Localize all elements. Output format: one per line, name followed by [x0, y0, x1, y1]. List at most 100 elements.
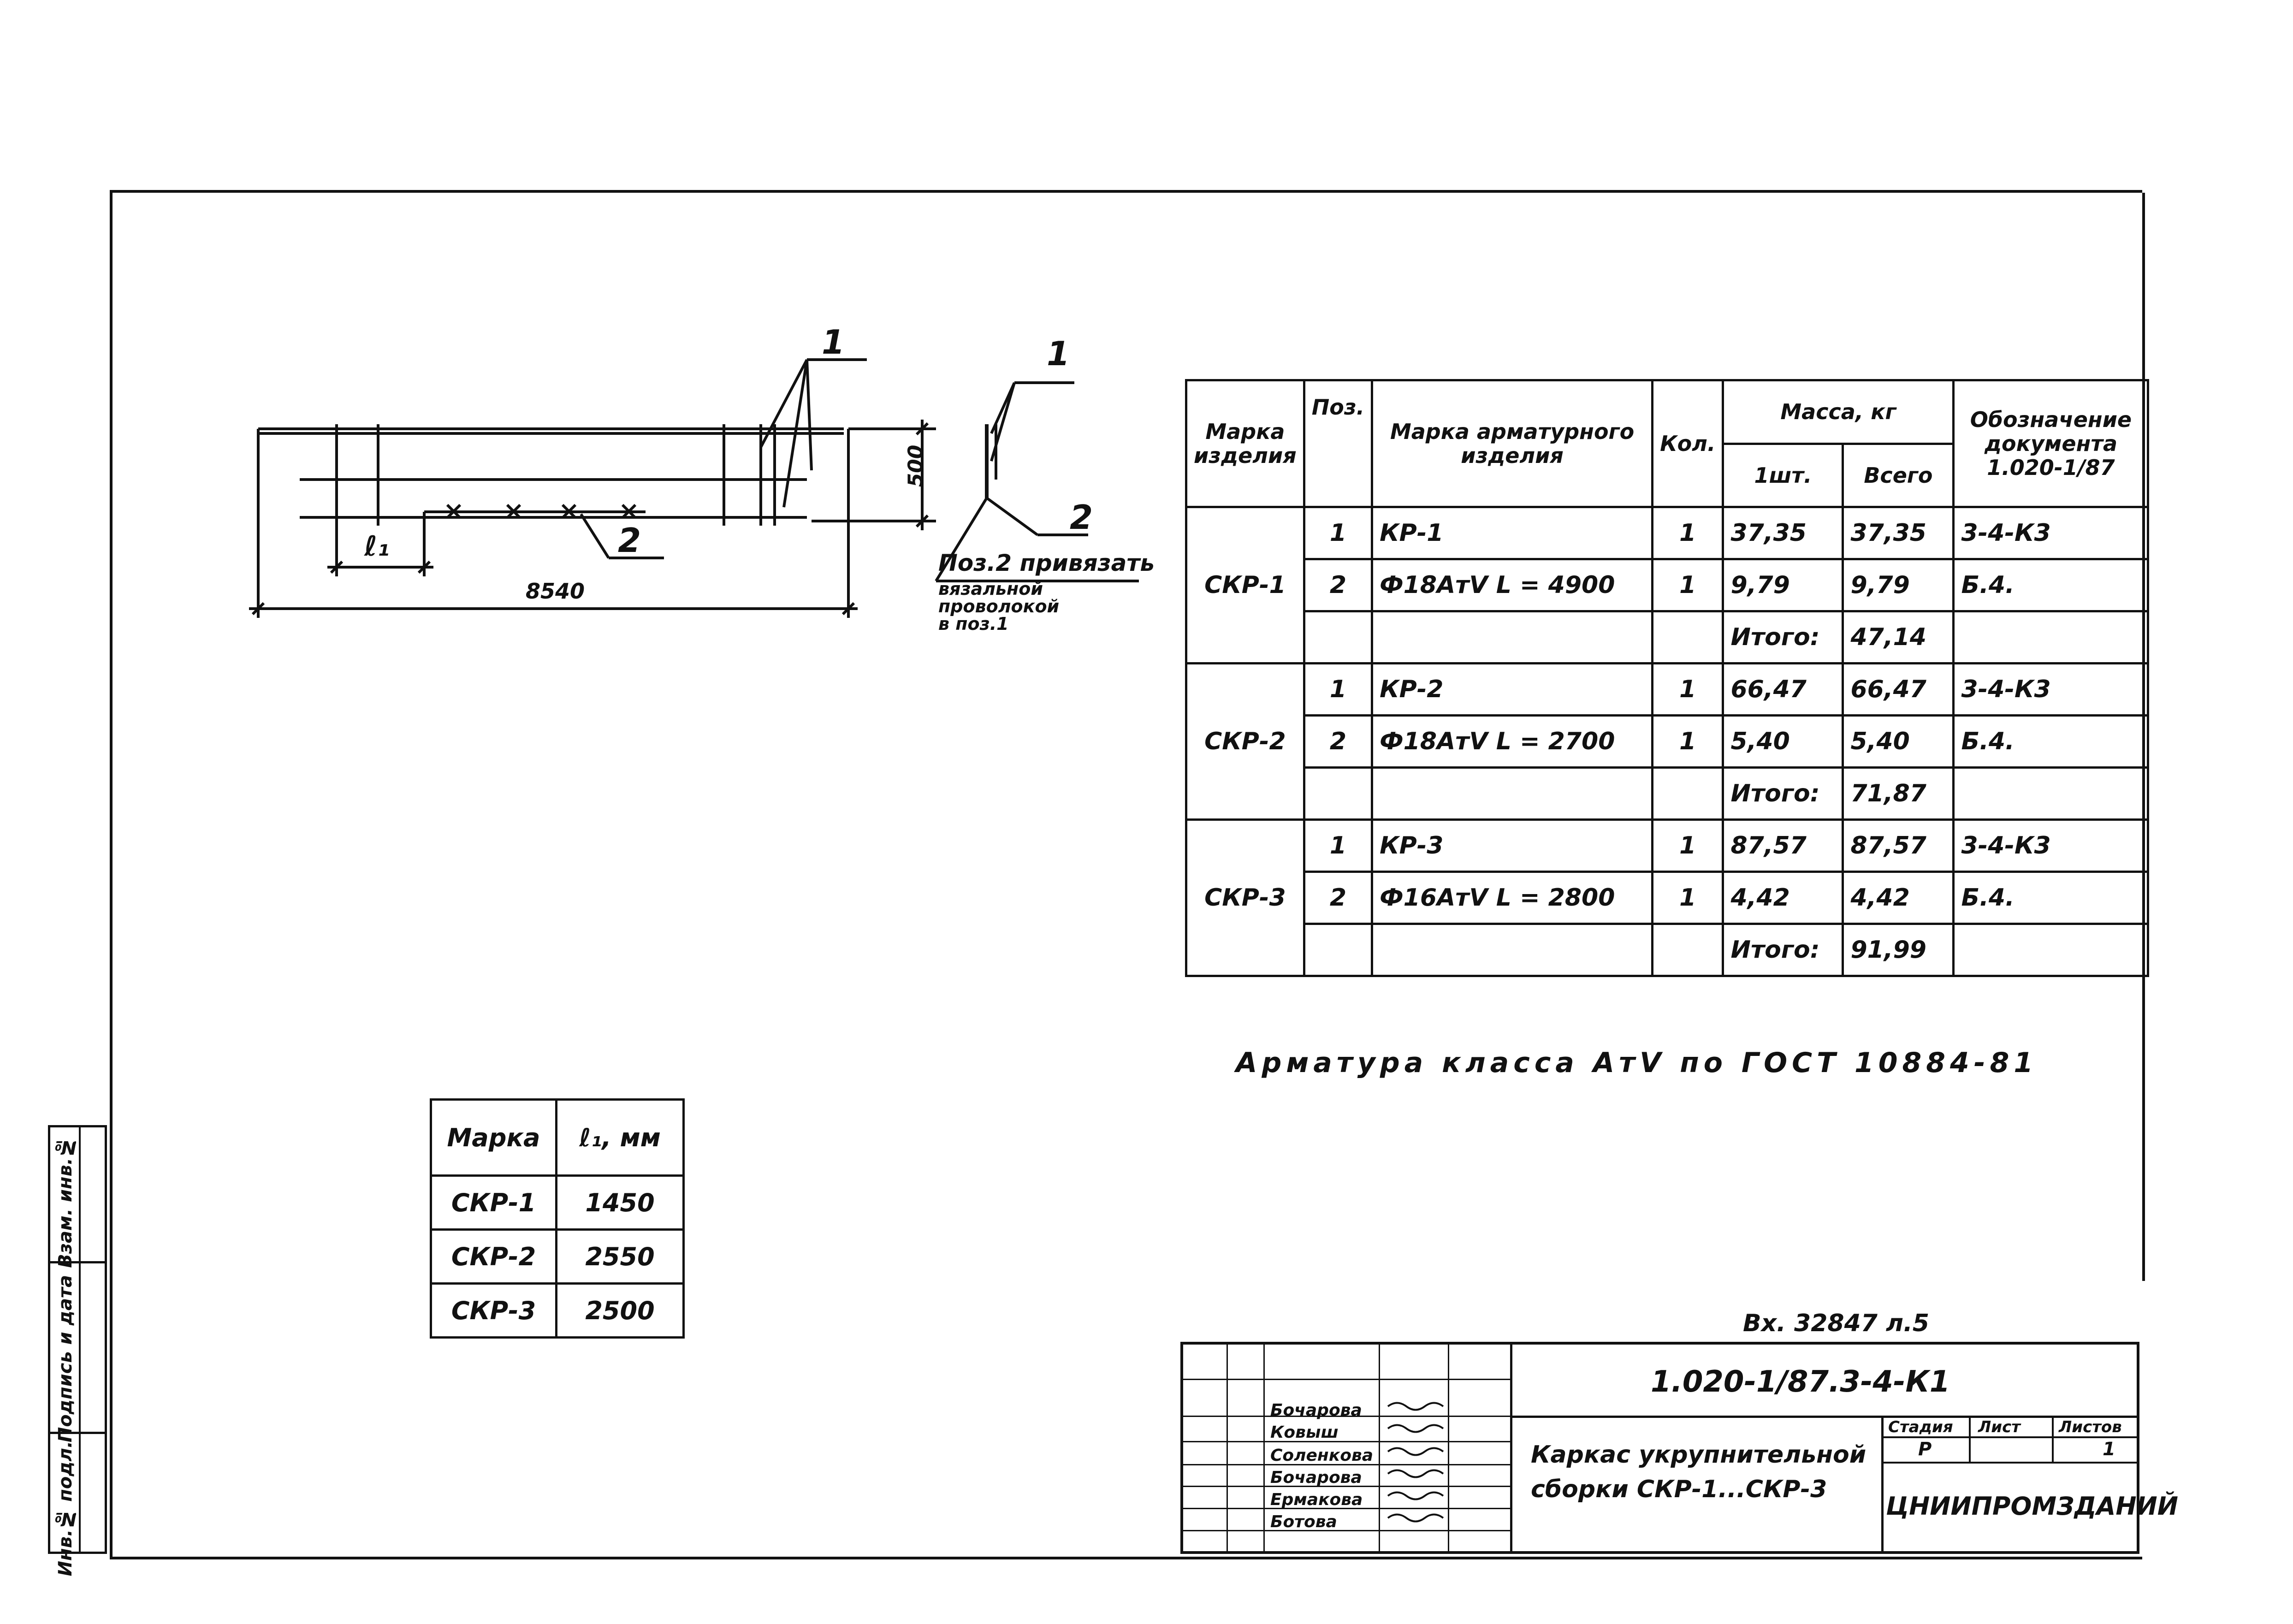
row-item: Ф16АтV L = 2800 — [1371, 871, 1654, 925]
sheets-value: 1 — [2103, 1439, 2115, 1460]
position-2-label: 2 — [618, 521, 641, 560]
sheets-label: Листов — [2059, 1418, 2122, 1436]
row-qty: 1 — [1651, 714, 1724, 769]
row-qty: 1 — [1651, 871, 1724, 925]
row-doc — [1952, 923, 2150, 977]
row-total-mass: 9,79 — [1842, 558, 1955, 612]
row-pos — [1303, 610, 1374, 664]
row-total-mass: 87,57 — [1842, 818, 1955, 873]
row-pos: 1 — [1303, 662, 1374, 717]
row-total-mass: 37,35 — [1842, 506, 1955, 560]
table-row: СКР-2 2550 — [430, 1228, 685, 1285]
total-value: 91,99 — [1842, 923, 1955, 977]
table-total-row: Итого: 91,99 — [1186, 923, 2150, 977]
row-pos — [1303, 766, 1374, 821]
l1-value: 1450 — [555, 1174, 685, 1231]
row-doc: Б.4. — [1952, 871, 2150, 925]
signatures — [1387, 1402, 1444, 1523]
row-doc: Б.4. — [1952, 714, 2150, 769]
side-replace-inv: Взам. инв.№ — [55, 1137, 76, 1268]
row-pos: 1 — [1303, 506, 1374, 560]
document-designation: 1.020-1/87.3-4-К1 — [1651, 1365, 1950, 1399]
group-mark: СКР-3 — [1185, 818, 1305, 977]
row-pos: 2 — [1303, 871, 1374, 925]
header-mass-unit: 1шт. — [1722, 442, 1844, 508]
title-line-1: Каркас укрупнительной — [1531, 1441, 1866, 1469]
side-stamp: Взам. инв.№ Подпись и дата Инв.№ подл. — [48, 1125, 107, 1576]
l1-dimension: ℓ₁ — [364, 530, 390, 563]
total-value: 47,14 — [1842, 610, 1955, 664]
row-pos: 2 — [1303, 714, 1374, 769]
row-unit-mass: 87,57 — [1722, 818, 1844, 873]
height-dimension: 500 — [904, 445, 928, 487]
row-unit-mass: 37,35 — [1722, 506, 1844, 560]
row-qty — [1651, 610, 1724, 664]
row-doc: Б.4. — [1952, 558, 2150, 612]
person-4: Бочарова — [1270, 1468, 1362, 1487]
header-mass: Масса, кг — [1722, 379, 1955, 445]
row-unit-mass: 66,47 — [1722, 662, 1844, 717]
row-unit-mass: 5,40 — [1722, 714, 1844, 769]
header-doc: Обозначение документа 1.020-1/87 — [1952, 379, 2150, 508]
table-row: СКР-2 1 КР-2 1 66,47 66,47 3-4-К3 — [1185, 662, 2150, 821]
row-doc: 3-4-К3 — [1952, 818, 2150, 873]
row-item: КР-1 — [1371, 506, 1654, 560]
header-armature-mark: Марка арматурного изделия — [1371, 379, 1654, 508]
row-total-mass: 66,47 — [1842, 662, 1955, 717]
table-row: СКР-1 1450 — [430, 1174, 685, 1231]
total-value: 71,87 — [1842, 766, 1955, 821]
signature-grid — [1180, 1342, 1512, 1554]
person-3: Соленкова — [1270, 1446, 1374, 1465]
row-total-mass: 4,42 — [1842, 871, 1955, 925]
length-dimension: 8540 — [526, 579, 585, 604]
sheet-label: Лист — [1978, 1418, 2020, 1436]
note-line-3: проволокой — [938, 596, 1060, 616]
row-unit-mass: 9,79 — [1722, 558, 1844, 612]
person-5: Ермакова — [1270, 1490, 1363, 1509]
stage-label: Стадия — [1888, 1418, 1953, 1436]
person-6: Ботова — [1270, 1512, 1337, 1531]
table-row: 2 Ф18АтV L = 4900 1 9,79 9,79 Б.4. — [1186, 558, 2150, 612]
table-row: СКР-3 1 КР-3 1 87,57 87,57 3-4-К3 — [1185, 818, 2150, 977]
section-position-1-label: 1 — [1047, 334, 1070, 373]
row-unit-mass: 4,42 — [1722, 871, 1844, 925]
l1-value: 2500 — [555, 1282, 685, 1339]
row-item: Ф18АтV L = 2700 — [1371, 714, 1654, 769]
note-line-2: вязальной — [938, 579, 1043, 599]
row-pos: 2 — [1303, 558, 1374, 612]
inventory-number: Вх. 32847 л.5 — [1743, 1310, 1930, 1337]
total-label: Итого: — [1722, 610, 1844, 664]
l1-mark: СКР-2 — [430, 1228, 557, 1285]
row-item: КР-3 — [1371, 818, 1654, 873]
position-1-label: 1 — [822, 323, 845, 362]
note-line-4: в поз.1 — [938, 614, 1009, 634]
row-pos: 1 — [1303, 818, 1374, 873]
row-qty: 1 — [1651, 662, 1724, 717]
row-total-mass: 5,40 — [1842, 714, 1955, 769]
header-pos: Поз. — [1303, 379, 1374, 508]
table-row: СКР-1 1 КР-1 1 37,35 37,35 3-4-К3 — [1185, 506, 2150, 664]
total-label: Итого: — [1722, 766, 1844, 821]
l1-header-mark: Марка — [430, 1098, 557, 1177]
side-inv-number: Инв.№ подл. — [55, 1441, 76, 1577]
person-1: Бочарова — [1270, 1401, 1362, 1420]
total-label: Итого: — [1722, 923, 1844, 977]
armature-class-note: Арматура класса АтV по ГОСТ 10884-81 — [1236, 1047, 2038, 1079]
group-mark: СКР-1 — [1185, 506, 1305, 664]
row-qty — [1651, 923, 1724, 977]
l1-table: Марка ℓ₁, мм СКР-1 1450 СКР-2 2550 СКР-3… — [430, 1098, 685, 1339]
person-2: Ковыш — [1270, 1423, 1339, 1442]
l1-mark: СКР-3 — [430, 1282, 557, 1339]
row-doc — [1952, 610, 2150, 664]
header-qty: Кол. — [1651, 379, 1724, 508]
l1-header-value: ℓ₁, мм — [555, 1098, 685, 1177]
l1-value: 2550 — [555, 1228, 685, 1285]
row-item: Ф18АтV L = 4900 — [1371, 558, 1654, 612]
specification-table: Марка изделия Поз. Марка арматурного изд… — [1185, 379, 2150, 977]
row-doc: 3-4-К3 — [1952, 662, 2150, 717]
spec-header-row-2: 1шт. Всего — [1186, 442, 2148, 508]
table-total-row: Итого: 71,87 — [1186, 766, 2150, 821]
row-item: КР-2 — [1371, 662, 1654, 717]
note-line-1: Поз.2 привязать — [938, 550, 1155, 576]
l1-mark: СКР-1 — [430, 1174, 557, 1231]
